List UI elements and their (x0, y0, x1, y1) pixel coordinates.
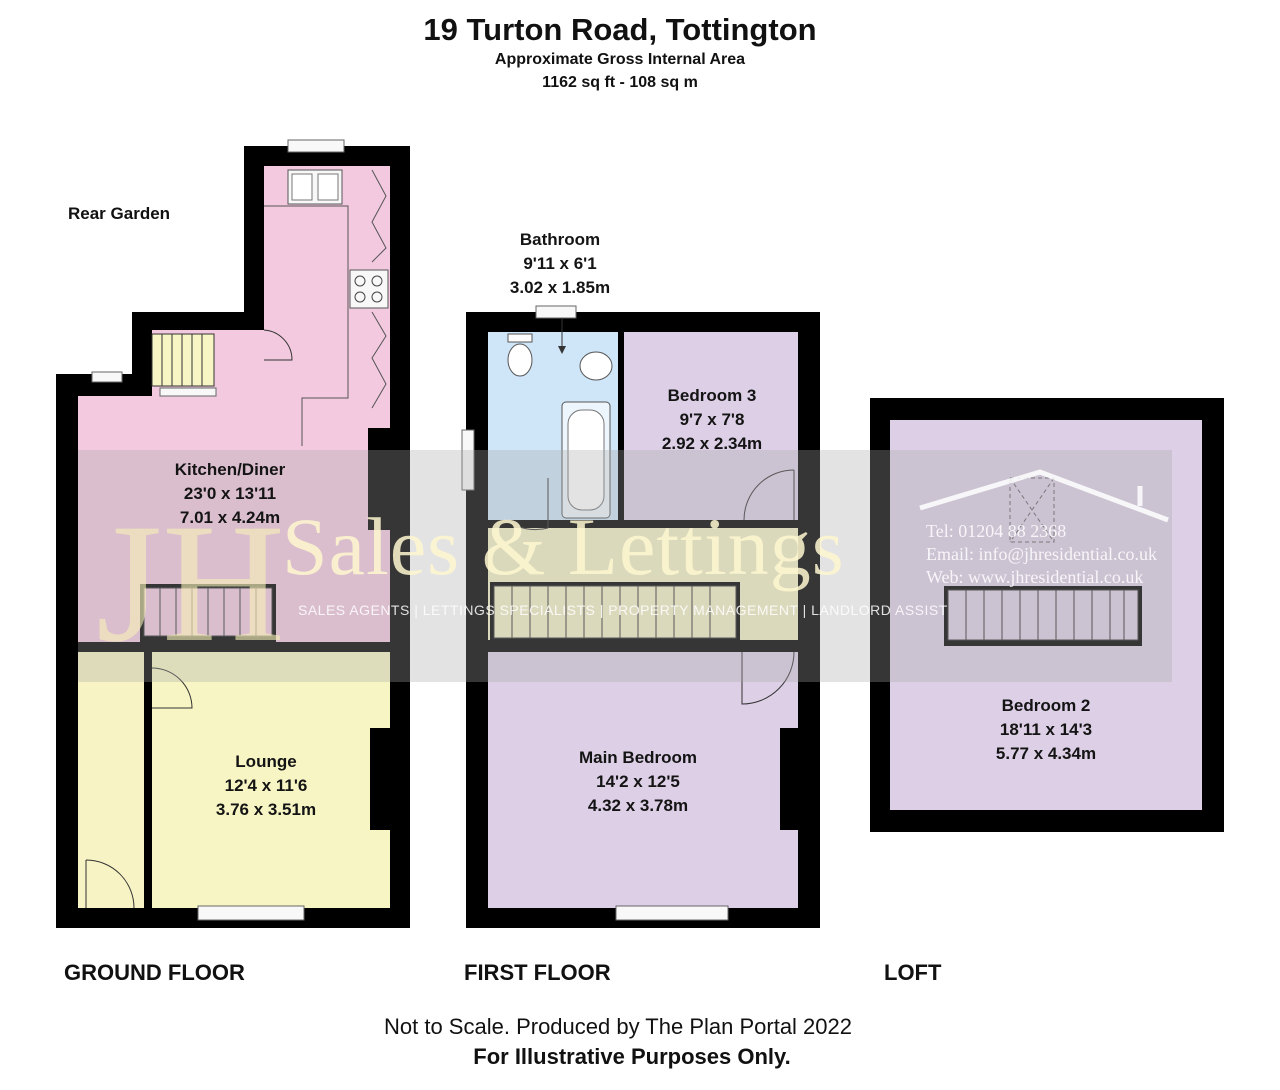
ground-floor-label: GROUND FLOOR (64, 960, 245, 985)
bedroom2-name: Bedroom 2 (1001, 696, 1091, 715)
dividing-wall (78, 642, 390, 652)
lounge-label: Lounge 12'4 x 11'6 3.76 x 3.51m (156, 750, 376, 822)
wall-cupboards (371, 169, 387, 263)
hob (349, 269, 389, 309)
lounge-door (151, 667, 193, 709)
skylight (1009, 477, 1055, 543)
basin (579, 351, 613, 381)
main-bedroom-label: Main Bedroom 14'2 x 12'5 4.32 x 3.78m (528, 746, 748, 818)
kitchen-units (264, 205, 349, 446)
bathroom-imperial: 9'11 x 6'1 (523, 254, 597, 273)
bedroom3-name: Bedroom 3 (667, 386, 757, 405)
footer-note: Not to Scale. Produced by The Plan Porta… (384, 1014, 852, 1039)
bedroom3-floor (624, 332, 798, 520)
ground-floor-plan (56, 139, 410, 928)
lounge-imperial: 12'4 x 11'6 (224, 776, 308, 795)
bathroom-door (505, 519, 549, 531)
watermark-contact: Tel: 01204 88 2368 Email: info@jhresiden… (926, 520, 1157, 589)
bedroom2-metric: 5.77 x 4.34m (995, 744, 1097, 763)
bathroom-metric: 3.02 x 1.85m (509, 278, 611, 297)
kitchen-metric: 7.01 x 4.24m (179, 508, 281, 527)
roof-logo (919, 469, 1169, 523)
kitchen-name: Kitchen/Diner (174, 460, 286, 479)
rear-garden-label: Rear Garden (68, 204, 171, 223)
bedroom3-metric: 2.92 x 2.34m (661, 434, 763, 453)
lounge-metric: 3.76 x 3.51m (215, 800, 317, 819)
main-bedroom-window (615, 905, 729, 921)
toilet (507, 343, 533, 377)
footer-disclaimer: For Illustrative Purposes Only. (473, 1044, 791, 1069)
svg-text:JH: JH (96, 489, 285, 677)
first-floor-plan (461, 305, 820, 928)
loft-plan (870, 398, 1224, 832)
loft-label: LOFT (884, 960, 942, 985)
main-bedroom-metric: 4.32 x 3.78m (587, 796, 689, 815)
lounge-window (197, 905, 305, 921)
bedroom3-door (743, 469, 795, 521)
watermark-email: Email: info@jhresidential.co.uk (926, 544, 1158, 564)
bedroom3-imperial: 9'7 x 7'8 (679, 410, 745, 429)
main-bedroom-name: Main Bedroom (578, 748, 698, 767)
bedroom2-imperial: 18'11 x 14'3 (999, 720, 1093, 739)
first-floor-label: FIRST FLOOR (464, 960, 611, 985)
bedroom2-label: Bedroom 2 18'11 x 14'3 5.77 x 4.34m (936, 694, 1156, 766)
watermark-web: Web: www.jhresidential.co.uk (926, 567, 1144, 587)
main-bedroom-floor (488, 652, 798, 908)
rear-window (91, 371, 123, 383)
hallway-floor (78, 652, 144, 908)
bathroom-window (535, 305, 577, 319)
upper-stairs (151, 333, 215, 387)
watermark-tel: Tel: 01204 88 2368 (926, 521, 1067, 541)
kitchen-floor (78, 166, 390, 652)
kitchen-imperial: 23'0 x 13'11 (183, 484, 277, 503)
lounge-floor (152, 652, 390, 908)
kitchen-window (287, 139, 345, 153)
lounge-chimney (370, 728, 390, 830)
plan-title: 19 Turton Road, Tottington (423, 12, 817, 47)
area-label: Approximate Gross Internal Area (494, 51, 746, 68)
area-value: 1162 sq ft - 108 sq m (542, 74, 698, 91)
lounge-name: Lounge (235, 752, 297, 771)
main-bedroom-door (741, 651, 795, 705)
agency-watermark: JH (78, 450, 1172, 682)
main-bedroom-imperial: 14'2 x 12'5 (596, 772, 680, 791)
bathroom-name: Bathroom (519, 230, 601, 249)
front-door (85, 859, 135, 909)
watermark-brand: Sales & Lettings (282, 501, 845, 592)
kitchen-label: Kitchen/Diner 23'0 x 13'11 7.01 x 4.24m (120, 458, 340, 530)
watermark-tagline: SALES AGENTS | LETTINGS SPECIALISTS | PR… (298, 602, 948, 618)
bathroom-label: Bathroom 9'11 x 6'1 3.02 x 1.85m (450, 228, 670, 300)
bedroom3-label: Bedroom 3 9'7 x 7'8 2.92 x 2.34m (602, 384, 822, 456)
